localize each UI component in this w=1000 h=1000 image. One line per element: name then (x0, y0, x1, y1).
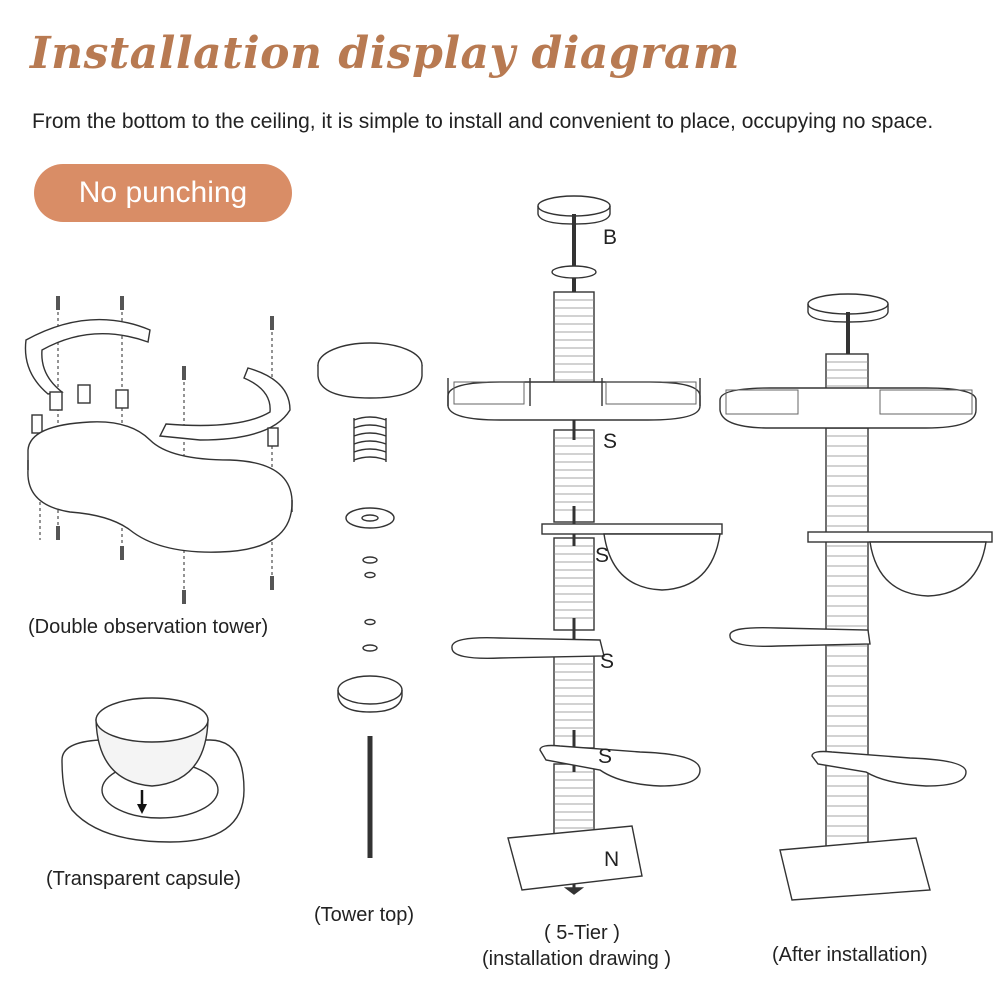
caption-double-observation-tower: (Double observation tower) (28, 616, 269, 638)
part-label-s-1: S (603, 430, 618, 453)
part-label-b: B (603, 226, 618, 249)
caption-transparent-capsule: (Transparent capsule) (46, 868, 241, 890)
double-observation-tower-drawing (24, 296, 293, 604)
part-label-s-2: S (595, 544, 610, 567)
page-subtitle: From the bottom to the ceiling, it is si… (32, 110, 934, 133)
after-installation-drawing (719, 293, 993, 901)
page-title: Installation display diagram (30, 28, 740, 79)
part-label-s-4: S (598, 745, 613, 768)
tower-top-drawing (317, 342, 423, 858)
part-label-s-3: S (600, 650, 615, 673)
five-tier-installation-drawing (447, 195, 723, 895)
caption-tower-top: (Tower top) (314, 904, 415, 926)
part-label-n: N (604, 848, 620, 871)
no-punching-badge: No punching (34, 164, 292, 222)
caption-after-installation: (After installation) (772, 944, 928, 966)
caption-installation-drawing: (installation drawing ) (482, 948, 671, 970)
caption-five-tier: ( 5-Tier ) (544, 922, 620, 944)
transparent-capsule-drawing (61, 697, 245, 843)
